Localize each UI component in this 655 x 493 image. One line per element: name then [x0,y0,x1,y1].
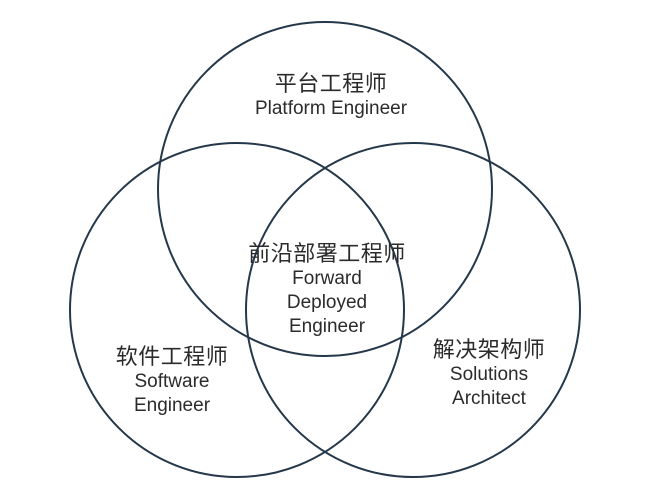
circle-software-engineer [69,142,405,478]
label-platform-engineer-en: Platform Engineer [254,98,408,119]
label-software-engineer-en-line2: Engineer [133,395,211,416]
circle-platform-engineer [157,21,493,357]
label-platform-engineer: 平台工程师 Platform Engineer [255,71,407,121]
label-solutions-architect: 解决架构师 Solutions Architect [433,337,546,411]
label-solutions-architect-en-line2: Architect [452,388,526,409]
label-software-engineer-en-line1: Software [134,371,210,392]
label-platform-engineer-zh: 平台工程师 [274,71,388,96]
label-solutions-architect-zh: 解决架构师 [432,337,546,362]
label-forward-deployed-engineer-zh: 前沿部署工程师 [248,241,406,266]
label-software-engineer-zh: 软件工程师 [115,344,229,369]
label-forward-deployed-engineer-en-line2: Deployed [286,292,368,313]
label-solutions-architect-en-line1: Solutions [449,364,529,385]
label-forward-deployed-engineer: 前沿部署工程师 Forward Deployed Engineer [248,241,406,339]
circle-solutions-architect [245,142,581,478]
label-software-engineer: 软件工程师 Software Engineer [116,344,229,418]
label-forward-deployed-engineer-en-line1: Forward [292,268,362,289]
label-forward-deployed-engineer-en-line3: Engineer [288,316,366,337]
